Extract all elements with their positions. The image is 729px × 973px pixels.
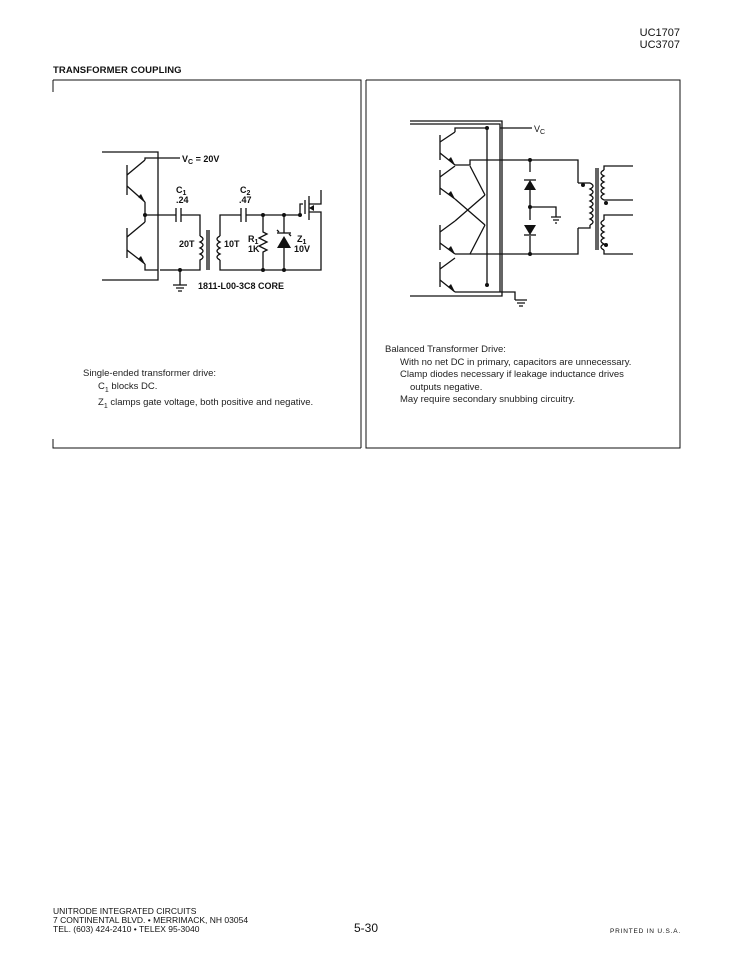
left-caption-title: Single-ended transformer drive: [83, 368, 217, 379]
left-caption: Single-ended transformer drive: C1 block… [83, 368, 313, 413]
frame-corner-tl [52, 79, 62, 92]
right-caption-line3: outputs negative. [410, 381, 483, 393]
c1-value: .24 [176, 195, 189, 205]
part-number-1: UC1707 [639, 27, 680, 39]
left-vc-label: VC = 20V [182, 154, 219, 166]
r1-label: R1 [248, 234, 259, 246]
c1-label: C1 [176, 185, 187, 197]
right-schematic-marks [448, 126, 608, 292]
part-number-2: UC3707 [639, 39, 680, 51]
footer-contact: TEL. (603) 424-2410 • TELEX 95-3040 [53, 924, 200, 934]
left-schematic-marks [138, 194, 314, 272]
left-schematic [102, 151, 322, 292]
right-caption-line2: Clamp diodes necessary if leakage induct… [400, 369, 624, 380]
left-caption-line1: C1 blocks DC. [98, 380, 158, 394]
c2-value: .47 [239, 195, 252, 205]
primary-turns: 20T [179, 239, 195, 249]
z1-label: Z1 [297, 234, 307, 246]
right-caption-title: Balanced Transformer Drive: [385, 344, 506, 355]
secondary-turns: 10T [224, 239, 240, 249]
right-caption-line4: May require secondary snubbing circuitry… [400, 394, 576, 405]
c2-label: C2 [240, 185, 251, 197]
core-label: 1811-L00-3C8 CORE [198, 281, 284, 291]
footer-address: UNITRODE INTEGRATED CIRCUITS 7 CONTINENT… [53, 907, 248, 934]
printed-in-label: PRINTED IN U.S.A. [609, 928, 681, 935]
section-title: TRANSFORMER COUPLING [53, 65, 182, 76]
left-caption-line2: Z1 clamps gate voltage, both positive an… [98, 396, 314, 410]
left-panel-frame [53, 79, 362, 448]
right-schematic [410, 120, 633, 307]
footer-address-line: 7 CONTINENTAL BLVD. • MERRIMACK, NH 0305… [53, 915, 249, 925]
r1-value: 1K [248, 244, 260, 254]
right-caption-line1: With no net DC in primary, capacitors ar… [400, 356, 632, 368]
z1-value: 10V [294, 244, 310, 254]
footer-company: UNITRODE INTEGRATED CIRCUITS [53, 906, 197, 916]
right-vc-label: VC [534, 124, 545, 136]
right-caption: Balanced Transformer Drive: With no net … [385, 344, 631, 407]
page-number: 5-30 [354, 921, 379, 935]
part-number-block: UC1707 UC3707 [640, 27, 680, 51]
